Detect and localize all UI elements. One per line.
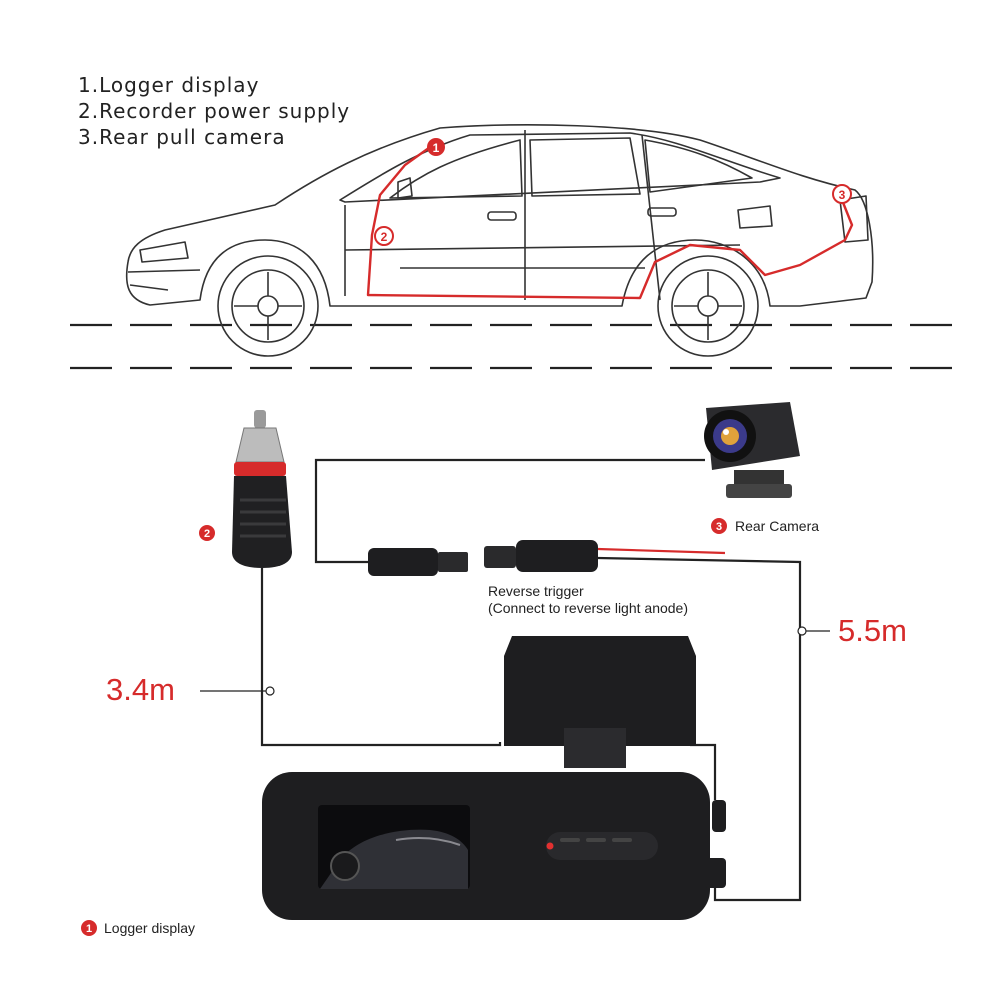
legend: 1.Logger display 2.Recorder power supply… [78,72,350,150]
marker-1-car [427,138,445,156]
car-illustration [125,124,874,357]
cable-route-in-car [366,139,854,300]
marker-1-device-num: 1 [86,923,92,935]
connector-female [484,540,598,572]
rear-wheel [657,255,759,357]
reverse-trigger-wire [597,547,726,555]
marker-3-camera [711,518,727,534]
legend-item-3: 3.Rear pull camera [78,125,286,149]
logger-display-label: Logger display [104,920,196,936]
power-cable-length: 3.4m [106,672,175,707]
marker-2-car-num: 2 [381,230,388,244]
reverse-trigger-note: (Connect to reverse light anode) [488,600,688,616]
road-lines [70,323,960,370]
rear-camera-label: Rear Camera [735,518,820,534]
reverse-trigger-label: Reverse trigger [488,583,584,599]
legend-item-1: 1.Logger display [78,73,260,97]
legend-item-2: 2.Recorder power supply [78,99,351,123]
marker-3-car-num: 3 [839,188,846,202]
connector-male [368,548,468,576]
marker-1-device [81,920,97,936]
device-right-cable [690,743,717,800]
marker-2-charger-num: 2 [204,528,210,540]
marker-3-car [832,184,852,204]
rear-camera-cable-long [597,556,802,902]
rear-camera-device [704,402,800,498]
dashcam-device [262,636,726,920]
rear-cable-length: 5.5m [838,613,907,648]
rear-camera-cable-top [314,458,705,564]
marker-1-car-num: 1 [433,141,440,155]
length-pointers [200,626,830,696]
marker-3-camera-num: 3 [716,521,722,533]
car-charger-plug [232,410,292,568]
power-cable [260,568,502,747]
marker-2-car [374,226,394,246]
marker-2-charger [199,525,215,541]
front-wheel [217,255,319,357]
